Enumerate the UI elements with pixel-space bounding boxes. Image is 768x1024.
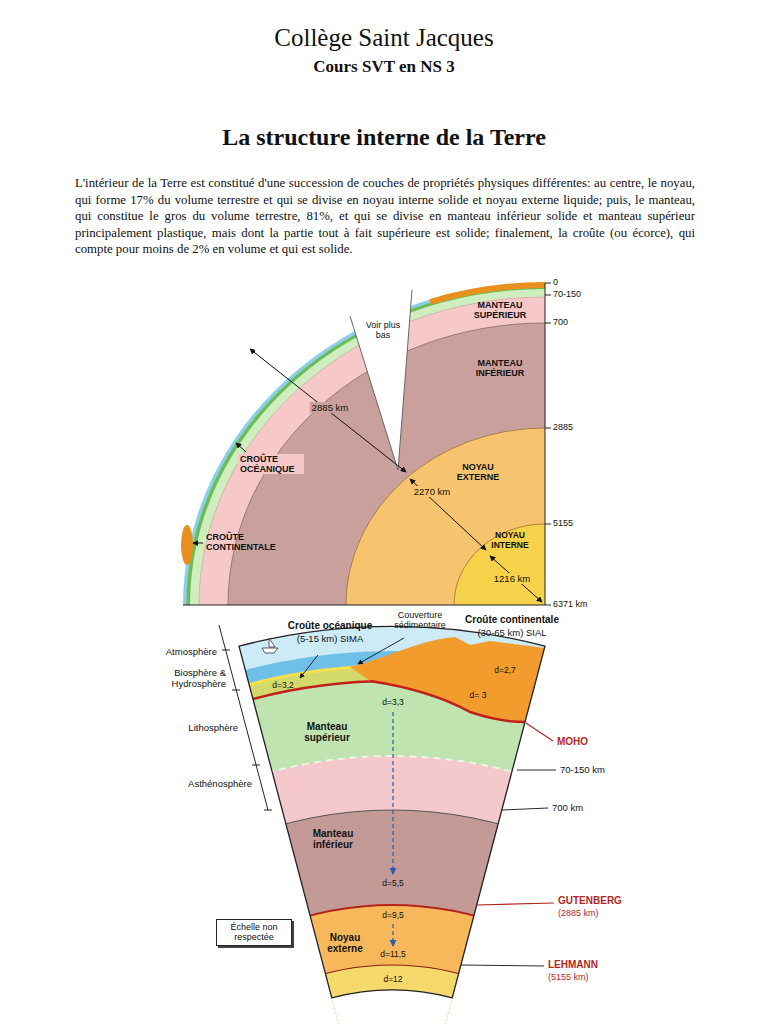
layer-name: Noyau externe: [321, 932, 369, 954]
page-title: La structure interne de la Terre: [222, 124, 546, 151]
leader-line: [300, 638, 556, 966]
density-label: d= 3: [470, 690, 487, 700]
cut-wedge: [340, 270, 428, 470]
depth-value: 2885: [553, 422, 573, 432]
crust-label: CROÛTE CONTINENTALE: [206, 532, 288, 552]
layer-name: MANTEAU INFÉRIEUR: [460, 358, 540, 378]
intro-text: L'intérieur de la Terre est constitué d'…: [75, 175, 695, 258]
density-label: d=12: [383, 974, 402, 984]
density-label: d=5,5: [382, 878, 404, 888]
boundary-name: MOHO: [557, 736, 588, 747]
layer-name: MANTEAU SUPÉRIEUR: [460, 300, 540, 320]
density-label: d=9,5: [382, 910, 404, 920]
crust-thickness: (30-65 km) SIAL: [477, 627, 546, 638]
density-label: d=2,7: [494, 665, 516, 675]
continental-crust: [181, 525, 193, 565]
course-name: Cours SVT en NS 3: [313, 57, 454, 77]
depth-value: 5155: [553, 518, 573, 528]
note-text: Voir plus bas: [362, 320, 404, 340]
scale-note-box: Échelle non respectée: [216, 919, 292, 946]
continental-crust: [430, 285, 545, 302]
density-label: d=3,3: [382, 697, 404, 707]
boundary-depth: (2885 km): [558, 908, 599, 918]
boundary-leader: [477, 723, 554, 905]
boundary-depth: (5155 km): [548, 972, 589, 982]
density-label: d=3,2: [272, 680, 294, 690]
layer-name: Manteau supérieur: [299, 721, 355, 743]
dimension-label: 1216 km: [492, 573, 532, 584]
dimension-label: 2270 km: [412, 486, 452, 497]
earth-wedge: [0, 626, 768, 1024]
crust-label: Croûte océanique: [288, 620, 372, 631]
sphere-label: Lithosphère: [188, 722, 238, 733]
depth-scale: [545, 283, 551, 605]
boundary-name: LEHMANN: [548, 959, 598, 970]
boat-symbol: [262, 638, 278, 653]
dimension-label: 2885 km: [310, 402, 350, 413]
depth-value: 70-150 km: [560, 764, 605, 775]
density-label: d=11,5: [380, 949, 406, 959]
depth-value: 700 km: [552, 802, 583, 813]
wedge-edge: [398, 290, 412, 470]
depth-value: 0: [553, 277, 558, 287]
layer-name: Manteau inférieur: [305, 828, 361, 850]
sphere-label: Atmosphère: [166, 646, 217, 657]
crust-label: CROÛTE OCÉANIQUE: [238, 454, 304, 474]
crust-label: Croûte continentale: [465, 614, 559, 625]
depth-value: 700: [553, 317, 568, 327]
depth-value: 6371 km: [553, 599, 588, 609]
school-name: Collège Saint Jacques: [274, 24, 493, 52]
note-text: Échelle non respectée: [221, 922, 287, 943]
depth-value: 70-150: [553, 289, 581, 299]
boundary-name: GUTENBERG: [558, 895, 622, 906]
dimension-arrow: [250, 349, 542, 602]
sphere-label: Biosphère & Hydrosphère: [162, 667, 226, 689]
sphere-label: Asthénosphère: [188, 778, 252, 789]
crust-thickness: (5-15 km) SIMA: [297, 633, 364, 644]
layer-label: Couverture sédimentaire: [384, 610, 456, 630]
base-line: [183, 605, 545, 606]
layer-name: NOYAU EXTERNE: [450, 462, 506, 482]
layer-name: NOYAU INTERNE: [486, 530, 534, 550]
